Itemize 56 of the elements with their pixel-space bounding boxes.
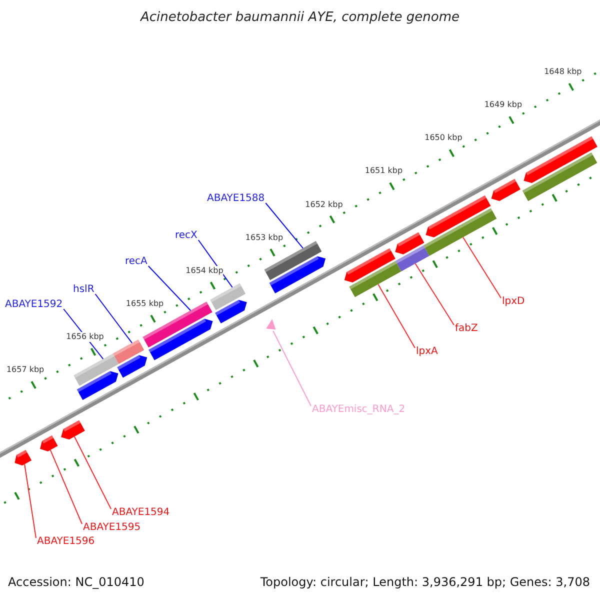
- gene-bar: [264, 241, 322, 280]
- scale-label: 1649 kbp: [484, 100, 522, 110]
- gene-bar: [423, 208, 497, 256]
- rna-marker: [266, 319, 276, 330]
- genome-title: Acinetobacter baumannii AYE, complete genome: [139, 10, 461, 25]
- leader-line: [148, 266, 192, 311]
- gene-bar: [112, 339, 144, 364]
- leader-line: [24, 464, 36, 538]
- leader-line: [462, 236, 502, 298]
- gene-label: hslR: [73, 284, 94, 296]
- gene-label: lpxD: [502, 296, 525, 308]
- gene-block: [524, 136, 598, 184]
- gene-label: ABAYE1588: [207, 193, 265, 205]
- gene-label: lpxA: [416, 346, 438, 358]
- gene-block: [117, 355, 148, 378]
- gene-block: [14, 450, 32, 466]
- scale-label: 1653 kbp: [245, 232, 284, 243]
- gene-bar: [210, 283, 246, 310]
- leader-line: [94, 294, 132, 344]
- gene-label: fabZ: [455, 323, 478, 335]
- scale-label: 1656 kbp: [66, 332, 104, 342]
- scale-label: 1655 kbp: [126, 298, 164, 309]
- gene-block: [215, 300, 247, 324]
- leader-line: [378, 284, 416, 348]
- scale-label: 1651 kbp: [364, 166, 403, 176]
- scale-label: 1654 kbp: [186, 266, 224, 276]
- gene-label: ABAYE1594: [112, 507, 170, 519]
- scale-label: 1657 kbp: [6, 365, 44, 376]
- gene-bar: [396, 245, 430, 272]
- gene-block: [269, 256, 326, 294]
- gene-block: [148, 318, 213, 360]
- gene-block: [395, 232, 424, 254]
- leader-line: [74, 436, 112, 510]
- gene-bar: [349, 260, 402, 298]
- scale-label: 1648 kbp: [544, 67, 582, 78]
- gene-block: [40, 435, 58, 452]
- gene-label: ABAYE1596: [37, 536, 95, 548]
- gene-block: [344, 248, 396, 282]
- gene-bar: [522, 152, 598, 202]
- scale-label: 1650 kbp: [424, 133, 462, 144]
- gene-label: ABAYE1592: [5, 299, 63, 311]
- leader-line: [272, 330, 312, 406]
- gene-label: recX: [175, 230, 198, 242]
- accession-text: Accession: NC_010410: [8, 575, 144, 589]
- gene-block: [426, 195, 491, 238]
- gene-block: [61, 420, 85, 440]
- gene-label: recA: [125, 256, 148, 268]
- genome-stats-text: Topology: circular; Length: 3,936,291 bp; Genes: 3,708: [260, 575, 590, 589]
- scale-label: 1652 kbp: [305, 200, 343, 210]
- gene-block: [76, 371, 118, 400]
- gene-label: ABAYEmisc_RNA_2: [312, 404, 406, 416]
- leader-line: [50, 449, 82, 524]
- gene-label: ABAYE1595: [83, 522, 141, 534]
- gene-bar: [74, 354, 119, 386]
- leader-line: [414, 263, 454, 326]
- gene-block: [491, 178, 520, 201]
